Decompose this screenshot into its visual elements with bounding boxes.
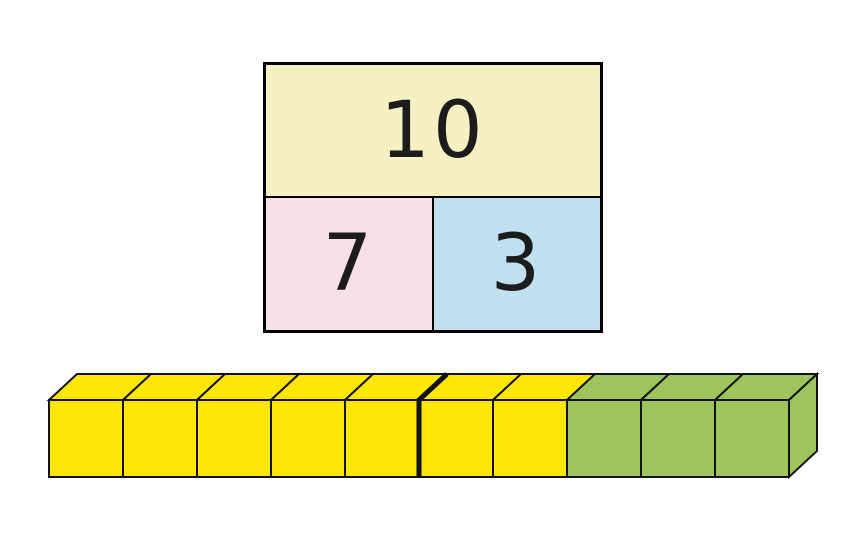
cube-10-green-front-face: [714, 399, 790, 478]
cube-3-yellow-front-face: [196, 399, 272, 478]
whole-value: 10: [380, 85, 486, 176]
five-group-divider-line: [416, 372, 449, 477]
part-cell-left: 7: [266, 198, 434, 330]
cube-5-yellow-front-face: [344, 399, 420, 478]
cube-6-yellow-front-face: [418, 399, 494, 478]
part-cell-right: 3: [434, 198, 600, 330]
parts-row: 7 3: [266, 198, 600, 330]
cube-10-green-side-face: [788, 371, 818, 480]
cube-8-green-front-face: [566, 399, 642, 478]
part-whole-model: 10 7 3: [263, 62, 603, 333]
part-value-left: 7: [322, 219, 376, 309]
cube-4-yellow-front-face: [270, 399, 346, 478]
cube-2-yellow-front-face: [122, 399, 198, 478]
cube-1-yellow-front-face: [48, 399, 124, 478]
whole-cell: 10: [266, 65, 600, 198]
cube-7-yellow-front-face: [492, 399, 568, 478]
cube-9-green-front-face: [640, 399, 716, 478]
part-value-right: 3: [490, 219, 544, 309]
